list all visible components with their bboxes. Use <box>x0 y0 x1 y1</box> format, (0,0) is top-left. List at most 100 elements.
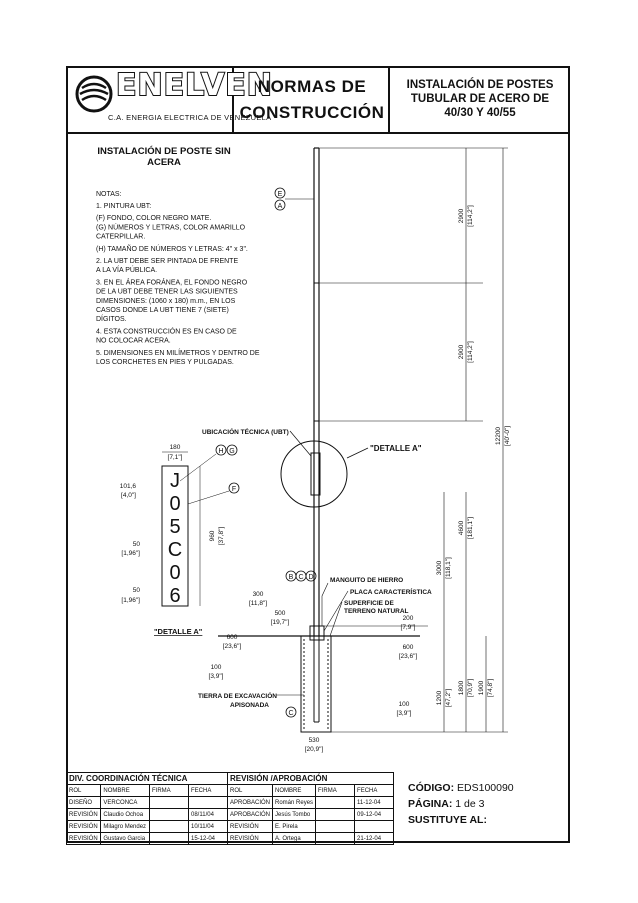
label-tierra-1: TIERRA DE EXCAVACIÓN <box>198 691 277 700</box>
document-title-line2: TUBULAR DE ACERO DE <box>410 93 550 105</box>
svg-text:H: H <box>218 448 223 455</box>
svg-text:[7,9"]: [7,9"] <box>401 624 416 631</box>
note-line: DE LA UBT DEBE TENER LAS SIGUIENTES <box>96 289 238 296</box>
dim-2900-top: 2900 <box>458 208 465 223</box>
svg-text:[1,96"]: [1,96"] <box>121 597 140 604</box>
dim-1900: 1900 <box>478 680 485 695</box>
document-title-line3: 40/30 Y 40/55 <box>444 107 516 119</box>
ubt-char: 0 <box>169 493 180 515</box>
drawing-heading-line2: ACERA <box>147 157 181 168</box>
dim-1200-in: [47,2"] <box>445 689 452 708</box>
note-line: 1. PINTURA UBT: <box>96 203 151 210</box>
right-dimensions: 2900 [114,2"] 2900 [114,2"] 12200 [40'-0… <box>436 205 511 707</box>
document-code: EDS100090 <box>457 782 514 794</box>
label-manguito: MANGUITO DE HIERRO <box>330 577 403 584</box>
note-line: (F) FONDO, COLOR NEGRO MATE. <box>96 215 211 222</box>
svg-text:B: B <box>289 574 294 581</box>
note-line: CASOS DONDE LA UBT TIENE 7 (SIETE) <box>96 307 229 314</box>
logo-wordmark: ENELVEN <box>115 67 273 104</box>
svg-text:C: C <box>288 710 293 717</box>
svg-text:100: 100 <box>399 701 410 708</box>
dim-1200: 1200 <box>436 690 443 705</box>
header <box>66 66 570 134</box>
note-line: DÍGITOS. <box>96 314 127 323</box>
svg-text:100: 100 <box>211 664 222 671</box>
svg-text:530: 530 <box>309 737 320 744</box>
svg-text:[1,96"]: [1,96"] <box>121 550 140 557</box>
logo-box <box>66 66 234 134</box>
dim-1900-in: [74,8"] <box>487 679 494 698</box>
ubt-plate <box>161 465 189 607</box>
dim-2900-mid: 2900 <box>458 344 465 359</box>
svg-text:180: 180 <box>170 444 181 451</box>
document-title-line1: INSTALACIÓN DE POSTES <box>406 79 554 91</box>
dim-3000-in: [118,1"] <box>445 557 452 579</box>
svg-text:C: C <box>298 574 303 581</box>
svg-text:[19,7"]: [19,7"] <box>271 619 290 626</box>
svg-text:[20,9"]: [20,9"] <box>305 746 324 753</box>
svg-text:E: E <box>278 191 283 198</box>
page-number: 1 de 3 <box>455 798 485 810</box>
revision-table: DIV. COORDINACIÓN TÉCNICA REVISIÓN /APRO… <box>65 772 395 845</box>
ubt-char: 6 <box>169 585 180 607</box>
svg-text:[23,6"]: [23,6"] <box>223 643 242 650</box>
label-superficie-2: TERRENO NATURAL <box>344 608 409 615</box>
svg-text:600: 600 <box>227 634 238 641</box>
note-line: (G) NÚMEROS Y LETRAS, COLOR AMARILLO <box>96 222 246 231</box>
logo-swirl-icon <box>75 75 113 113</box>
revision-aprobacion-label: REVISIÓN /APROBACIÓN <box>226 772 395 785</box>
note-line: 4. ESTA CONSTRUCCIÓN ES EN CASO DE <box>96 326 237 335</box>
label-tierra-2: APISONADA <box>230 702 269 709</box>
svg-text:[37,8"]: [37,8"] <box>218 527 225 546</box>
tag-e <box>274 187 286 199</box>
note-line: LOS CORCHETES EN PIES Y PULGADAS. <box>96 359 234 366</box>
dim-12200-in: [40'-0"] <box>504 426 511 446</box>
ubt-char: 0 <box>169 562 180 584</box>
notes-list: 1. PINTURA UBT: (F) FONDO, COLOR NEGRO MA… <box>96 203 260 366</box>
note-line: 2. LA UBT DEBE SER PINTADA DE FRENTE <box>96 258 238 265</box>
ubt-char: C <box>168 539 182 561</box>
svg-text:[4,0"]: [4,0"] <box>121 492 136 499</box>
note-line: (H) TAMAÑO DE NÚMEROS Y LETRAS: 4" x 3". <box>96 244 248 253</box>
dim-4600: 4600 <box>458 520 465 535</box>
note-line: 5. DIMENSIONES EN MILÍMETROS Y DENTRO DE <box>96 348 260 357</box>
svg-text:F: F <box>232 486 236 493</box>
svg-text:[3,9"]: [3,9"] <box>209 673 224 680</box>
svg-text:[11,8"]: [11,8"] <box>249 600 267 607</box>
pole <box>218 147 420 733</box>
tag-a <box>274 199 286 211</box>
logo-subtitle: C.A. ENERGIA ELECTRICA DE VENEZUELA <box>108 113 272 122</box>
note-line: CATERPILLAR. <box>96 234 145 241</box>
detail-a-callout <box>280 440 348 508</box>
svg-text:D: D <box>308 574 313 581</box>
detail-a-label: "DETALLE A" <box>370 444 422 453</box>
svg-text:300: 300 <box>253 591 264 598</box>
sustituye-label: SUSTITUYE AL: <box>408 814 487 826</box>
svg-text:500: 500 <box>275 610 286 617</box>
svg-text:200: 200 <box>403 615 414 622</box>
svg-text:101,6: 101,6 <box>120 483 137 490</box>
dim-12200: 12200 <box>495 427 502 445</box>
dim-1800: 1800 <box>458 680 465 695</box>
title-box <box>234 66 390 134</box>
ubt-char: 5 <box>169 516 180 538</box>
svg-text:[7,1"]: [7,1"] <box>168 454 183 461</box>
document-title: INSTALACIÓN DE POSTES TUBULAR DE ACERO D… <box>392 78 568 120</box>
dim-2900-top-in: [114,2"] <box>467 205 474 227</box>
svg-text:50: 50 <box>133 587 141 594</box>
svg-text:A: A <box>278 203 283 210</box>
technical-drawing: INSTALACIÓN DE POSTE SIN ACERA NOTAS: 1.… <box>96 145 511 753</box>
label-placa: PLACA CARACTERÍSTICA <box>350 587 432 596</box>
note-line: NO COLOCAR ACERA. <box>96 338 171 345</box>
detail-a-small-label: "DETALLE A" <box>154 627 203 636</box>
ubt-char: J <box>170 470 180 492</box>
drawing-heading-line1: INSTALACIÓN DE POSTE SIN <box>97 145 231 157</box>
div-coordinacion-label: DIV. COORDINACIÓN TÉCNICA <box>66 772 228 785</box>
dim-1800-in: [70,9"] <box>467 679 474 698</box>
dim-2900-mid-in: [114,2"] <box>467 341 474 363</box>
